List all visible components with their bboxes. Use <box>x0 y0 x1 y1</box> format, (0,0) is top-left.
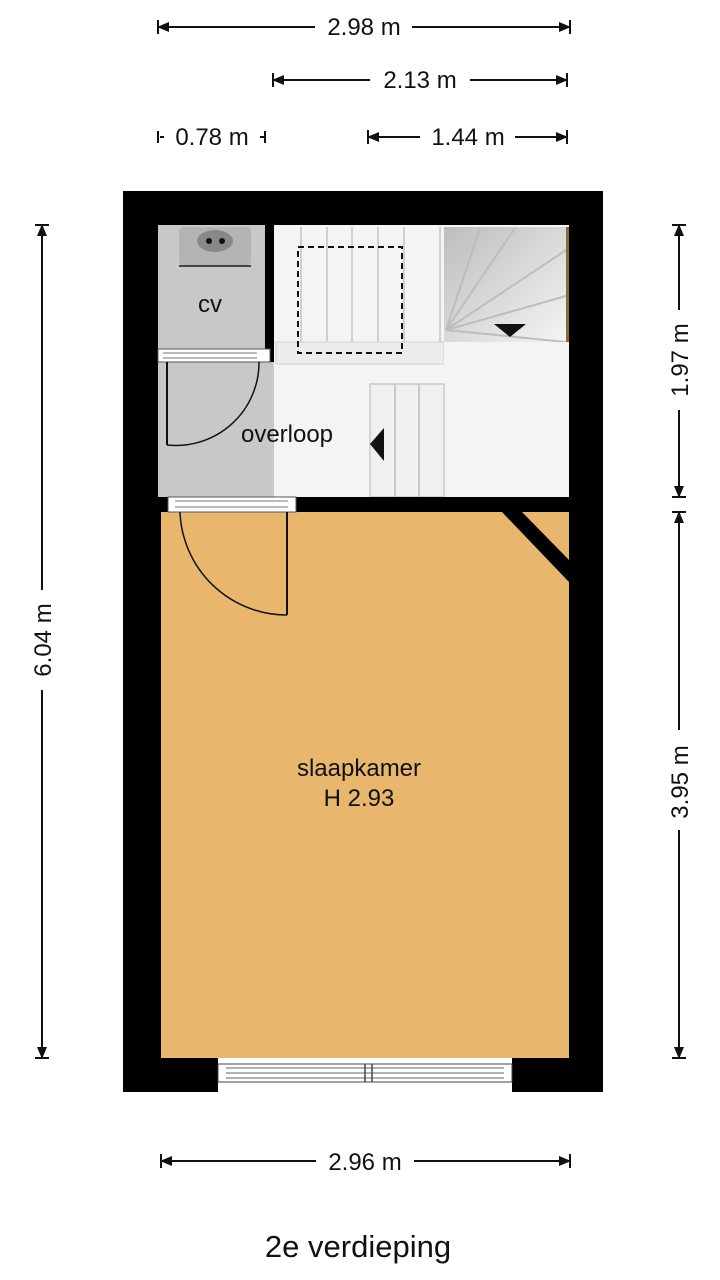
dimension-top-cv: 0.78 m <box>157 124 266 151</box>
dimension-label: 3.95 m <box>667 745 694 818</box>
room-label-cv: cv <box>198 291 222 318</box>
window-bottom <box>217 1058 513 1092</box>
dimension-bottom-total: 2.96 m <box>160 1149 571 1176</box>
stair-direction-down-icon <box>494 324 526 337</box>
dimension-label: 1.44 m <box>431 124 504 151</box>
cv-partition-wall <box>265 225 274 362</box>
floor-title: 2e verdieping <box>265 1229 451 1264</box>
dimension-top-total: 2.98 m <box>157 14 571 41</box>
room-label-landing: overloop <box>241 421 333 448</box>
diagonal-wall <box>502 512 569 582</box>
dimension-top-stairs: 2.13 m <box>272 67 568 94</box>
dimension-label: 1.97 m <box>667 323 694 396</box>
dimension-label: 2.98 m <box>327 14 400 41</box>
dimension-top-stair-right: 1.44 m <box>367 124 568 151</box>
boiler-icon <box>179 227 251 267</box>
dimension-label: 2.13 m <box>383 67 456 94</box>
roof-hatch-outline <box>297 246 403 354</box>
dimension-label: 2.96 m <box>328 1149 401 1176</box>
stair-winder <box>444 227 568 343</box>
dimension-label: 0.78 m <box>175 124 248 151</box>
dimension-right-upper: 1.97 m <box>667 224 694 498</box>
dimension-left-total: 6.04 m <box>30 224 57 1059</box>
cv-door <box>157 348 271 447</box>
bedroom-door <box>167 496 297 616</box>
stair-direction-left-icon <box>370 428 384 461</box>
staircase <box>274 225 569 498</box>
dimension-right-lower: 3.95 m <box>667 511 694 1059</box>
bedroom-floor <box>161 512 569 1058</box>
room-height-bedroom: H 2.93 <box>324 785 395 812</box>
dimension-label: 6.04 m <box>30 603 57 676</box>
room-label-bedroom: slaapkamer <box>297 755 421 782</box>
